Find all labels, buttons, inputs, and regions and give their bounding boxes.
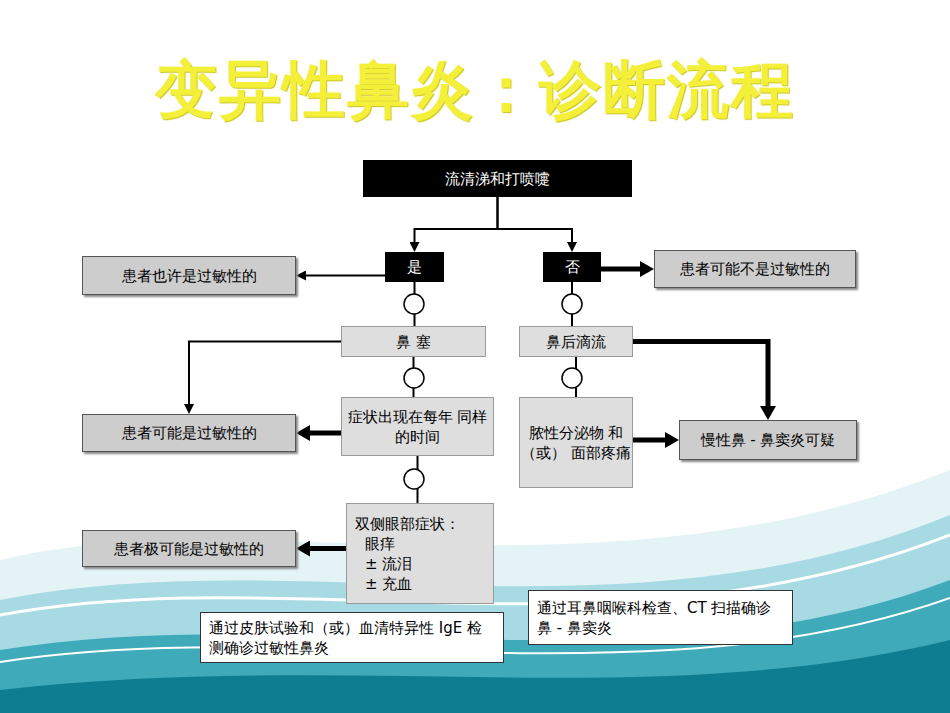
junction-circle (404, 368, 424, 388)
result-box: 慢性鼻 - 鼻窦炎可疑 (679, 420, 857, 460)
node-text: 患者可能是过敏性的 (122, 423, 257, 443)
node-text: 鼻 塞 (396, 332, 431, 352)
flow-line (571, 282, 573, 326)
result-box: 患者极可能是过敏性的 (82, 530, 296, 567)
node-text: 双侧眼部症状： (355, 514, 460, 534)
thick-arrow (310, 546, 346, 551)
start-box: 流清涕和打喷嚏 (363, 160, 632, 197)
junction-circle (562, 368, 582, 388)
node-text: 脓性分泌物 和（或） 面部疼痛 (520, 423, 632, 463)
node-text: 患者极可能是过敏性的 (114, 539, 264, 559)
node-text: ± 充血 (355, 574, 412, 594)
result-box: 患者可能不是过敏性的 (654, 250, 856, 288)
result-box: 患者也许是过敏性的 (82, 256, 296, 295)
process-box: 鼻后滴流 (519, 326, 633, 357)
process-box: 脓性分泌物 和（或） 面部疼痛 (519, 397, 633, 488)
wave-line (0, 598, 950, 662)
result-box: 患者可能是过敏性的 (82, 414, 296, 452)
junction-circle (562, 294, 582, 314)
node-text: 患者可能不是过敏性的 (680, 259, 830, 279)
flow-line (306, 275, 385, 277)
flow-line (575, 357, 577, 397)
flow-line (413, 357, 415, 397)
node-text: 眼痒 (355, 534, 395, 554)
flow-line (498, 197, 573, 242)
node-text: 鼻后滴流 (546, 332, 606, 352)
note-box: 通过耳鼻咽喉科检查、CT 扫描确诊鼻 - 鼻窦炎 (528, 590, 793, 645)
process-box: 双侧眼部症状：眼痒± 流泪± 充血 (346, 503, 494, 604)
node-text: 通过耳鼻咽喉科检查、CT 扫描确诊鼻 - 鼻窦炎 (537, 598, 784, 638)
junction-circle (404, 469, 424, 489)
decision-box: 否 (543, 252, 601, 282)
flow-line (417, 456, 419, 503)
node-text: 通过皮肤试验和（或）血清特异性 IgE 检测确诊过敏性鼻炎 (209, 618, 495, 658)
node-text: 患者也许是过敏性的 (122, 266, 257, 286)
diagram-title: 变异性鼻炎：诊断流程 (0, 50, 950, 130)
node-text: 慢性鼻 - 鼻窦炎可疑 (701, 430, 836, 450)
flow-line (414, 282, 416, 326)
node-text: 否 (565, 257, 580, 277)
node-text: 流清涕和打喷嚏 (445, 169, 550, 189)
thick-arrow (310, 431, 341, 436)
flow-line (189, 342, 341, 405)
junction-circle (404, 294, 424, 314)
thick-arrow (633, 438, 665, 443)
wave-band (0, 470, 950, 713)
node-text: 是 (407, 257, 422, 277)
process-box: 症状出现在每年 同样的时间 (341, 397, 494, 456)
thick-arrow (601, 267, 640, 272)
decision-box: 是 (385, 252, 444, 282)
node-text: ± 流泪 (355, 554, 412, 574)
process-box: 鼻 塞 (341, 326, 486, 357)
thick-arrow (633, 342, 768, 407)
note-box: 通过皮肤试验和（或）血清特异性 IgE 检测确诊过敏性鼻炎 (200, 612, 504, 663)
flow-line (415, 197, 498, 242)
node-text: 症状出现在每年 同样的时间 (342, 407, 493, 447)
